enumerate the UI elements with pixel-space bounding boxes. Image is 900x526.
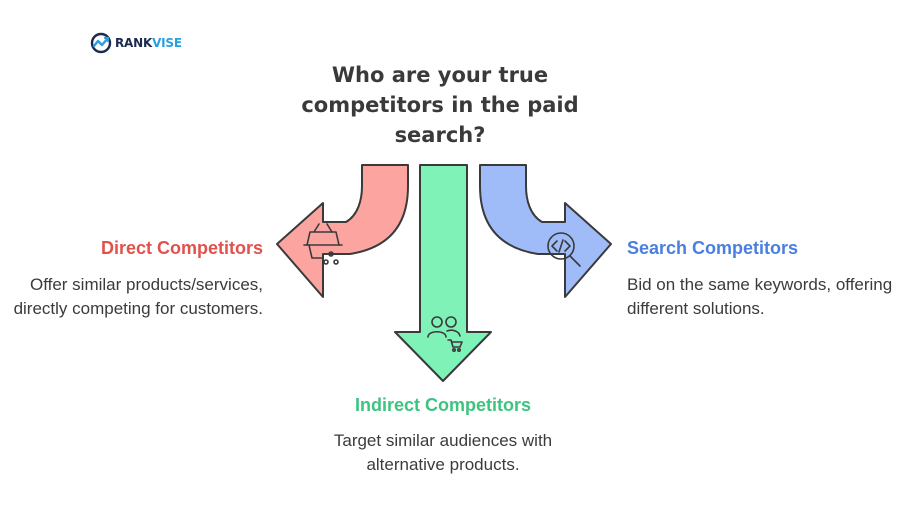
indirect-competitors-heading: Indirect Competitors	[354, 395, 532, 415]
brand-name-vise: VISE	[152, 36, 182, 50]
brand-name-rank: RANK	[115, 36, 153, 50]
direct-competitors-heading: Direct Competitors	[100, 238, 263, 258]
search-arrow	[479, 164, 612, 298]
indirect-competitors-description: Target similar audiences with alternativ…	[333, 431, 553, 474]
search-competitors-description: Bid on the same keywords, offering diffe…	[627, 275, 893, 318]
direct-arrow	[276, 164, 409, 298]
shopping-basket-icon	[303, 223, 343, 265]
brand-logo: RANKVISE	[90, 32, 182, 54]
code-search-icon	[547, 232, 581, 267]
rankvise-logo-icon	[90, 32, 112, 54]
direct-competitors-description: Offer similar products/services, directl…	[13, 275, 263, 318]
search-competitors-heading: Search Competitors	[627, 238, 799, 258]
diagram-title: Who are your true competitors in the pai…	[301, 63, 579, 147]
indirect-arrow	[394, 164, 492, 382]
users-cart-icon	[427, 316, 463, 352]
brand-name: RANKVISE	[115, 36, 182, 50]
